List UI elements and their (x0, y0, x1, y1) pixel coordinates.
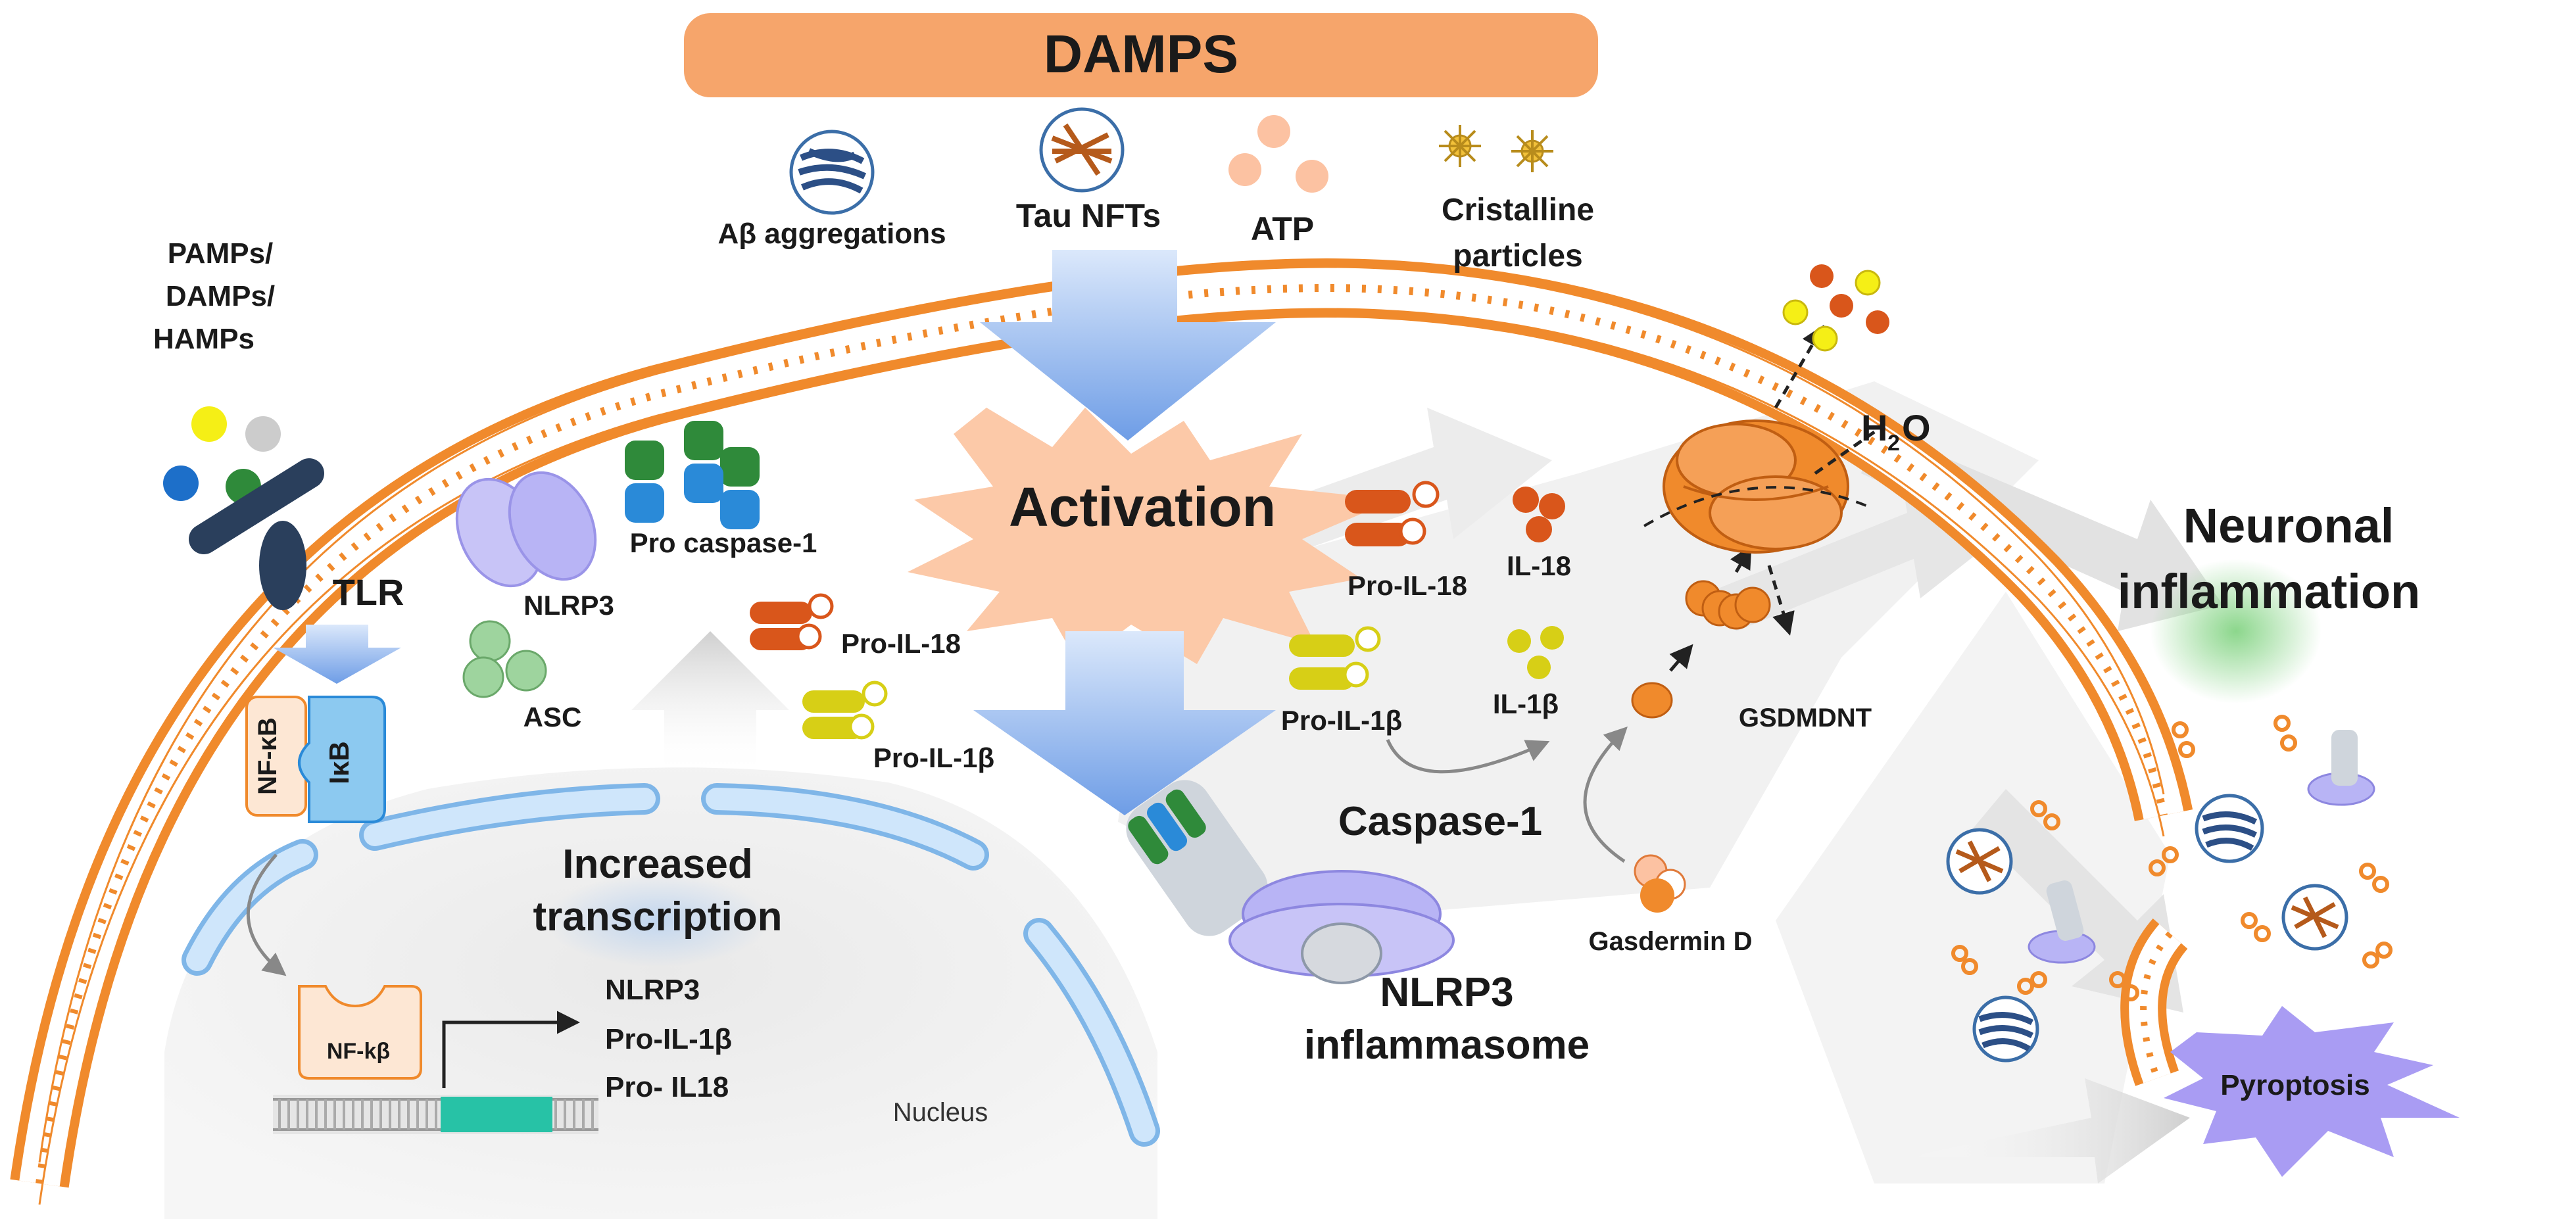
nucleus-label: Nucleus (893, 1098, 988, 1127)
gene-pro-il1b: Pro-IL-1β (605, 1023, 732, 1055)
tlr-label: TLR (333, 571, 404, 613)
gene-pro-il18: Pro- IL18 (605, 1071, 729, 1103)
damps-banner: DAMPS (684, 13, 1598, 97)
abeta-aggregate-icon (789, 130, 875, 215)
water-label-sub: 2 (1887, 431, 1900, 456)
ligand-yellow-icon (191, 406, 227, 442)
gasdermin-cleavage-arrow (1583, 727, 1628, 863)
ligand-grey-icon (245, 416, 281, 452)
increased-transcription-line2: transcription (533, 894, 783, 940)
inflammasome-debris-icon (2028, 880, 2096, 964)
gsdmdnt-monomer-icon (1631, 682, 1673, 719)
pro-il1b-label: Pro-IL-1β (873, 742, 994, 773)
damps-banner-title: DAMPS (1044, 24, 1238, 84)
gasdermin-label: Gasdermin D (1589, 927, 1753, 956)
nlrp3-icon (455, 471, 597, 588)
pro-il1b-cleavage-icon (1289, 626, 1381, 690)
water-label-h: H (1861, 407, 1887, 448)
inflammasome-label-line2: inflammasome (1304, 1022, 1590, 1068)
gsdmdnt-oligomer-icon (1685, 580, 1771, 630)
ligands-label-line1: PAMPs/ (168, 237, 274, 270)
released-cytokines (1782, 264, 1889, 352)
ikb-label: IκB (324, 741, 354, 784)
nfkb-label: NF-κB (253, 717, 282, 795)
pro-il18-cleavage-icon (1345, 481, 1440, 546)
pore-efflux-arrow (1767, 565, 1795, 636)
inflammasome-components: NLRP3 Pro caspase-1 ASC Pro-IL-18 (455, 421, 994, 773)
gsdmdnt-arrow (1669, 644, 1693, 672)
transcription-arrow (442, 1011, 580, 1088)
nfkb-ikb-complex: NF-κB IκB (245, 696, 386, 976)
pro-caspase-icon (625, 421, 760, 529)
tlr-receptor: PAMPs/ DAMPs/ HAMPs TLR (153, 237, 404, 684)
dna-strand (273, 1095, 598, 1134)
abeta-label: Aβ aggregations (717, 218, 946, 250)
ligands-label-line3: HAMPs (153, 323, 255, 355)
cytokine-debris-icon (1951, 715, 2393, 1001)
ligands-label-line2: DAMPs/ (166, 280, 275, 312)
nfkb-translocation-arrow (247, 853, 287, 976)
neuronal-label-line1: Neuronal (2183, 498, 2394, 553)
pro-il1b-cleave-label: Pro-IL-1β (1281, 705, 1402, 736)
activation-input-arrow (980, 250, 1276, 441)
nfkb-nucleus-label: NF-kβ (327, 1039, 390, 1064)
pro-il1b-icon (802, 681, 888, 740)
tau-label: Tau NFTs (1016, 197, 1161, 234)
neuronal-label-line2: inflammation (2118, 564, 2420, 619)
pyroptosis-starburst: Pyroptosis (2164, 1006, 2460, 1177)
tlr-signal-arrow (273, 625, 401, 684)
activation-output-arrow (973, 631, 1276, 815)
crystalline-particle-icon (1439, 125, 1553, 172)
inflammasome-filament-icon (1126, 780, 1268, 936)
gene-nlrp3: NLRP3 (605, 974, 700, 1006)
nlrp3-label: NLRP3 (523, 590, 614, 621)
activation-starburst: Activation (908, 408, 1394, 664)
il1b-label: IL-1β (1493, 688, 1559, 719)
pro-il18-label: Pro-IL-18 (841, 628, 961, 659)
il1b-cleavage-arrow (1386, 739, 1550, 774)
inflammasome-label-line1: NLRP3 (1380, 970, 1513, 1015)
asc-label: ASC (523, 702, 582, 732)
gsdmdnt-label: GSDMDNT (1739, 704, 1872, 732)
atp-label: ATP (1251, 210, 1314, 247)
water-label-o: O (1902, 407, 1931, 448)
pyroptosis-label: Pyroptosis (2220, 1069, 2369, 1101)
neuronal-inflammation: Neuronal inflammation (2118, 498, 2420, 704)
asc-icon (462, 620, 547, 698)
caspase1-label: Caspase-1 (1338, 799, 1542, 844)
extracellular-debris (1946, 715, 2393, 1063)
abeta-debris-icon-2 (1972, 995, 2039, 1063)
nlrp3-inflammasome: NLRP3 inflammasome (1126, 780, 1590, 1068)
pro-il18-icon (750, 593, 834, 650)
gasdermin-pore: H 2 O (1643, 324, 1931, 636)
tau-nft-icon (1039, 107, 1125, 193)
il18-icon (1513, 487, 1565, 542)
inflammasome-debris-icon-2 (2307, 730, 2375, 806)
dna-transcription: NF-kβ NLRP3 Pro-IL-1β Pro- IL18 Increase… (273, 842, 988, 1134)
water-influx-arrow (1814, 425, 1882, 475)
cleavage-products: Pro-IL-18 IL-18 Pro-IL-1β IL-1β Caspase-… (1281, 481, 1872, 956)
crystalline-label-line2: particles (1453, 239, 1582, 274)
abeta-debris-icon (2195, 794, 2264, 863)
damp-stimuli: Aβ aggregations Tau NFTs ATP Cristalline… (717, 107, 1594, 274)
activation-label: Activation (1009, 476, 1276, 538)
ligand-blue-icon (163, 466, 199, 501)
crystalline-label-line1: Cristalline (1442, 193, 1594, 227)
tau-nft-debris-icon-2 (2281, 884, 2348, 951)
increased-transcription-line1: Increased (562, 842, 753, 887)
cell-membrane (10, 258, 2193, 1205)
tlr-icon (189, 458, 324, 610)
gasdermin-d-icon (1634, 854, 1686, 913)
atp-icon (1228, 115, 1328, 193)
il18-label: IL-18 (1507, 550, 1571, 581)
il1b-icon (1507, 626, 1564, 679)
tau-nft-debris-icon (1946, 828, 2013, 895)
pro-caspase-label: Pro caspase-1 (630, 527, 817, 558)
inflammasome-ring-icon (1228, 870, 1455, 984)
pro-il18-cleave-label: Pro-IL-18 (1348, 570, 1467, 601)
